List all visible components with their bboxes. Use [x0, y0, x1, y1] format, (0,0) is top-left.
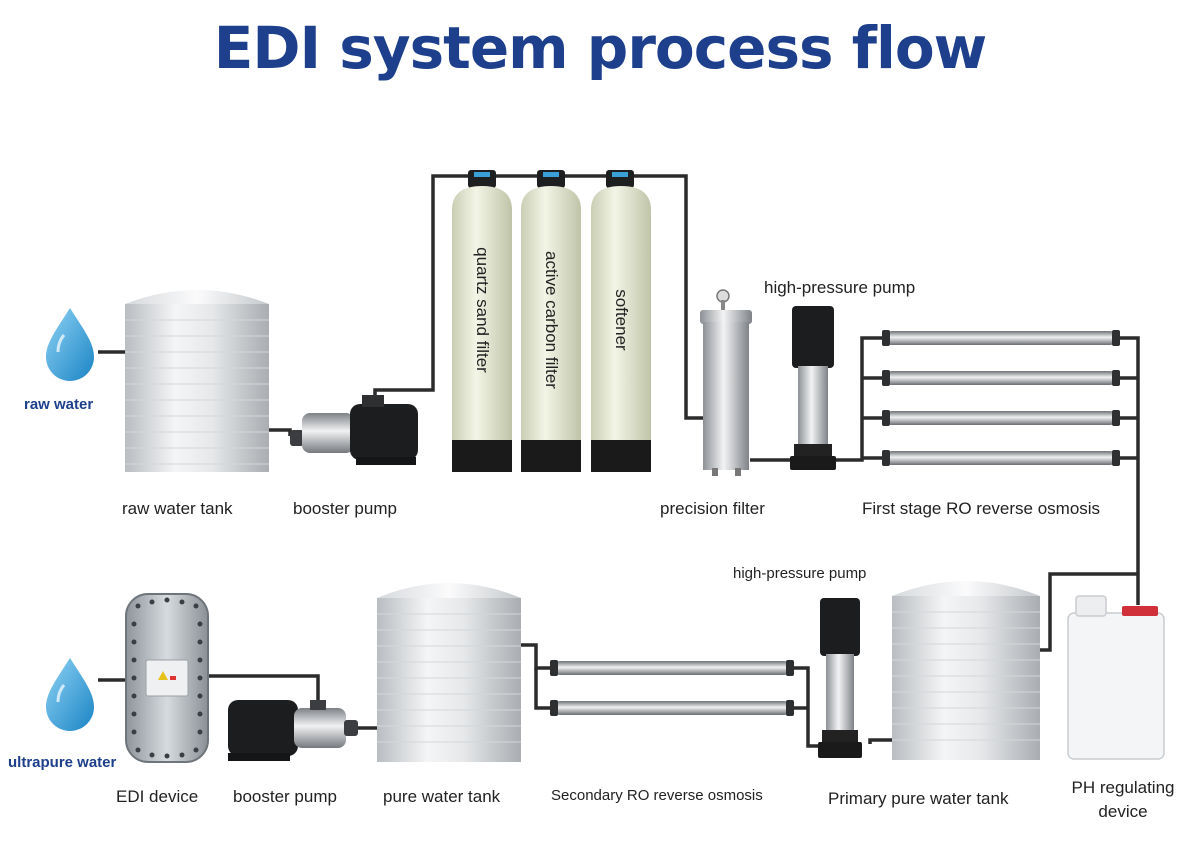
ultrapure-water-label: ultrapure water — [8, 754, 117, 771]
booster-pump-label-1: booster pump — [293, 499, 397, 518]
edi-device-label: EDI device — [116, 787, 199, 806]
high-pressure-pump-label-1: high-pressure pump — [764, 278, 916, 297]
active-carbon-filter-label: active carbon filter — [542, 251, 561, 389]
edi-device — [125, 593, 209, 763]
pure-water-tank — [377, 583, 521, 762]
softener-label: softener — [612, 289, 631, 351]
booster-pump-1 — [290, 395, 418, 465]
pipes — [98, 174, 1140, 748]
raw-water-tank-label: raw water tank — [122, 499, 233, 518]
high-pressure-pump-label-2: high-pressure pump — [733, 565, 867, 582]
secondary-ro-label: Secondary RO reverse osmosis — [551, 787, 763, 804]
high-pressure-pump-2 — [818, 598, 862, 758]
primary-pure-water-tank-label: Primary pure water tank — [828, 789, 1009, 808]
booster-pump-2 — [228, 700, 358, 761]
precision-filter-label: precision filter — [660, 499, 765, 518]
ph-device-label-line2: device — [1098, 802, 1148, 821]
precision-filter — [700, 289, 752, 476]
booster-pump-label-2: booster pump — [233, 787, 337, 806]
filter-columns — [452, 170, 651, 472]
diagram-title: EDI system process flow — [213, 14, 988, 82]
first-stage-ro-label: First stage RO reverse osmosis — [862, 499, 1101, 518]
first-stage-ro-membranes — [882, 330, 1120, 466]
raw-water-label: raw water — [24, 396, 94, 413]
raw-water-tank — [125, 290, 269, 472]
high-pressure-pump-1 — [790, 306, 836, 470]
quartz-sand-filter-label: quartz sand filter — [473, 247, 492, 373]
ph-regulating-device — [1067, 595, 1165, 760]
water-drop-icon — [46, 308, 94, 381]
primary-pure-water-tank — [892, 581, 1040, 760]
pure-water-tank-label: pure water tank — [383, 787, 501, 806]
water-drop-icon — [46, 658, 94, 731]
ph-device-label-line1: PH regulating — [1071, 778, 1175, 797]
secondary-ro-membranes — [550, 660, 794, 716]
